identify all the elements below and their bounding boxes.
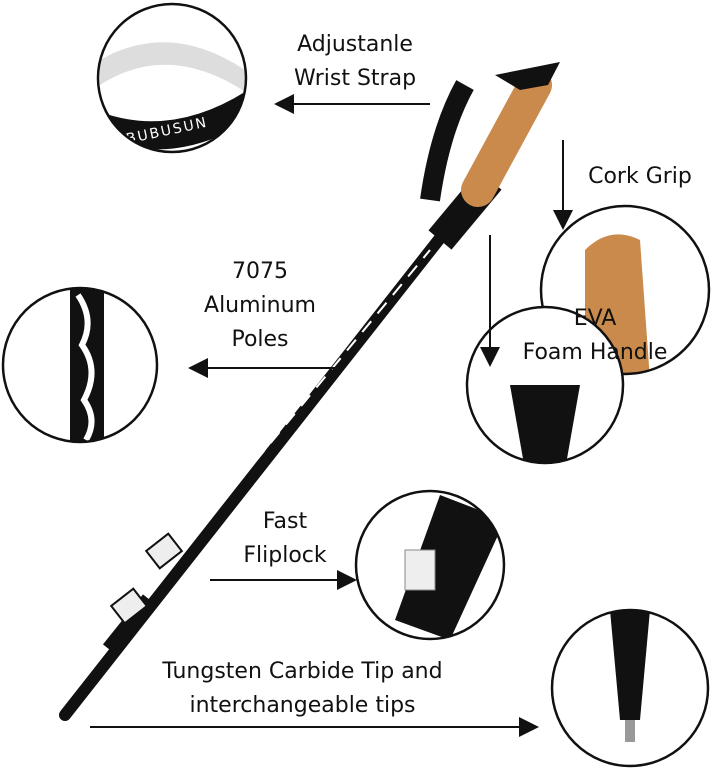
- tip-detail: [610, 610, 650, 742]
- wrist-strap-detail: BUBUSUN: [98, 42, 246, 150]
- aluminum-poles-label: 7075 Aluminum Poles: [180, 255, 340, 357]
- wrist-strap-label: Adjustanle Wrist Strap: [270, 28, 440, 96]
- eva-foam-label: EVA Foam Handle: [500, 302, 690, 370]
- label-line: EVA: [573, 306, 617, 331]
- fliplock-label: Fast Fliplock: [225, 505, 345, 573]
- tip-label: Tungsten Carbide Tip and interchangeable…: [125, 655, 480, 723]
- label-line: Fliplock: [243, 543, 327, 568]
- label-line: Aluminum: [204, 293, 316, 318]
- fliplock-detail: [395, 495, 504, 639]
- cork-grip-label: Cork Grip: [588, 164, 692, 189]
- label-line: Adjustanle: [297, 32, 413, 57]
- trekking-pole: [59, 62, 560, 721]
- aluminum-pole-detail: [70, 288, 104, 442]
- label-line: Fast: [262, 509, 308, 534]
- label-line: Tungsten Carbide Tip and: [162, 659, 443, 684]
- label-line: Wrist Strap: [293, 66, 417, 91]
- label-line: 7075: [232, 259, 288, 284]
- label-line: interchangeable tips: [189, 693, 416, 718]
- label-line: Foam Handle: [522, 340, 668, 365]
- eva-handle-detail: [467, 307, 623, 463]
- label-line: Poles: [231, 327, 289, 352]
